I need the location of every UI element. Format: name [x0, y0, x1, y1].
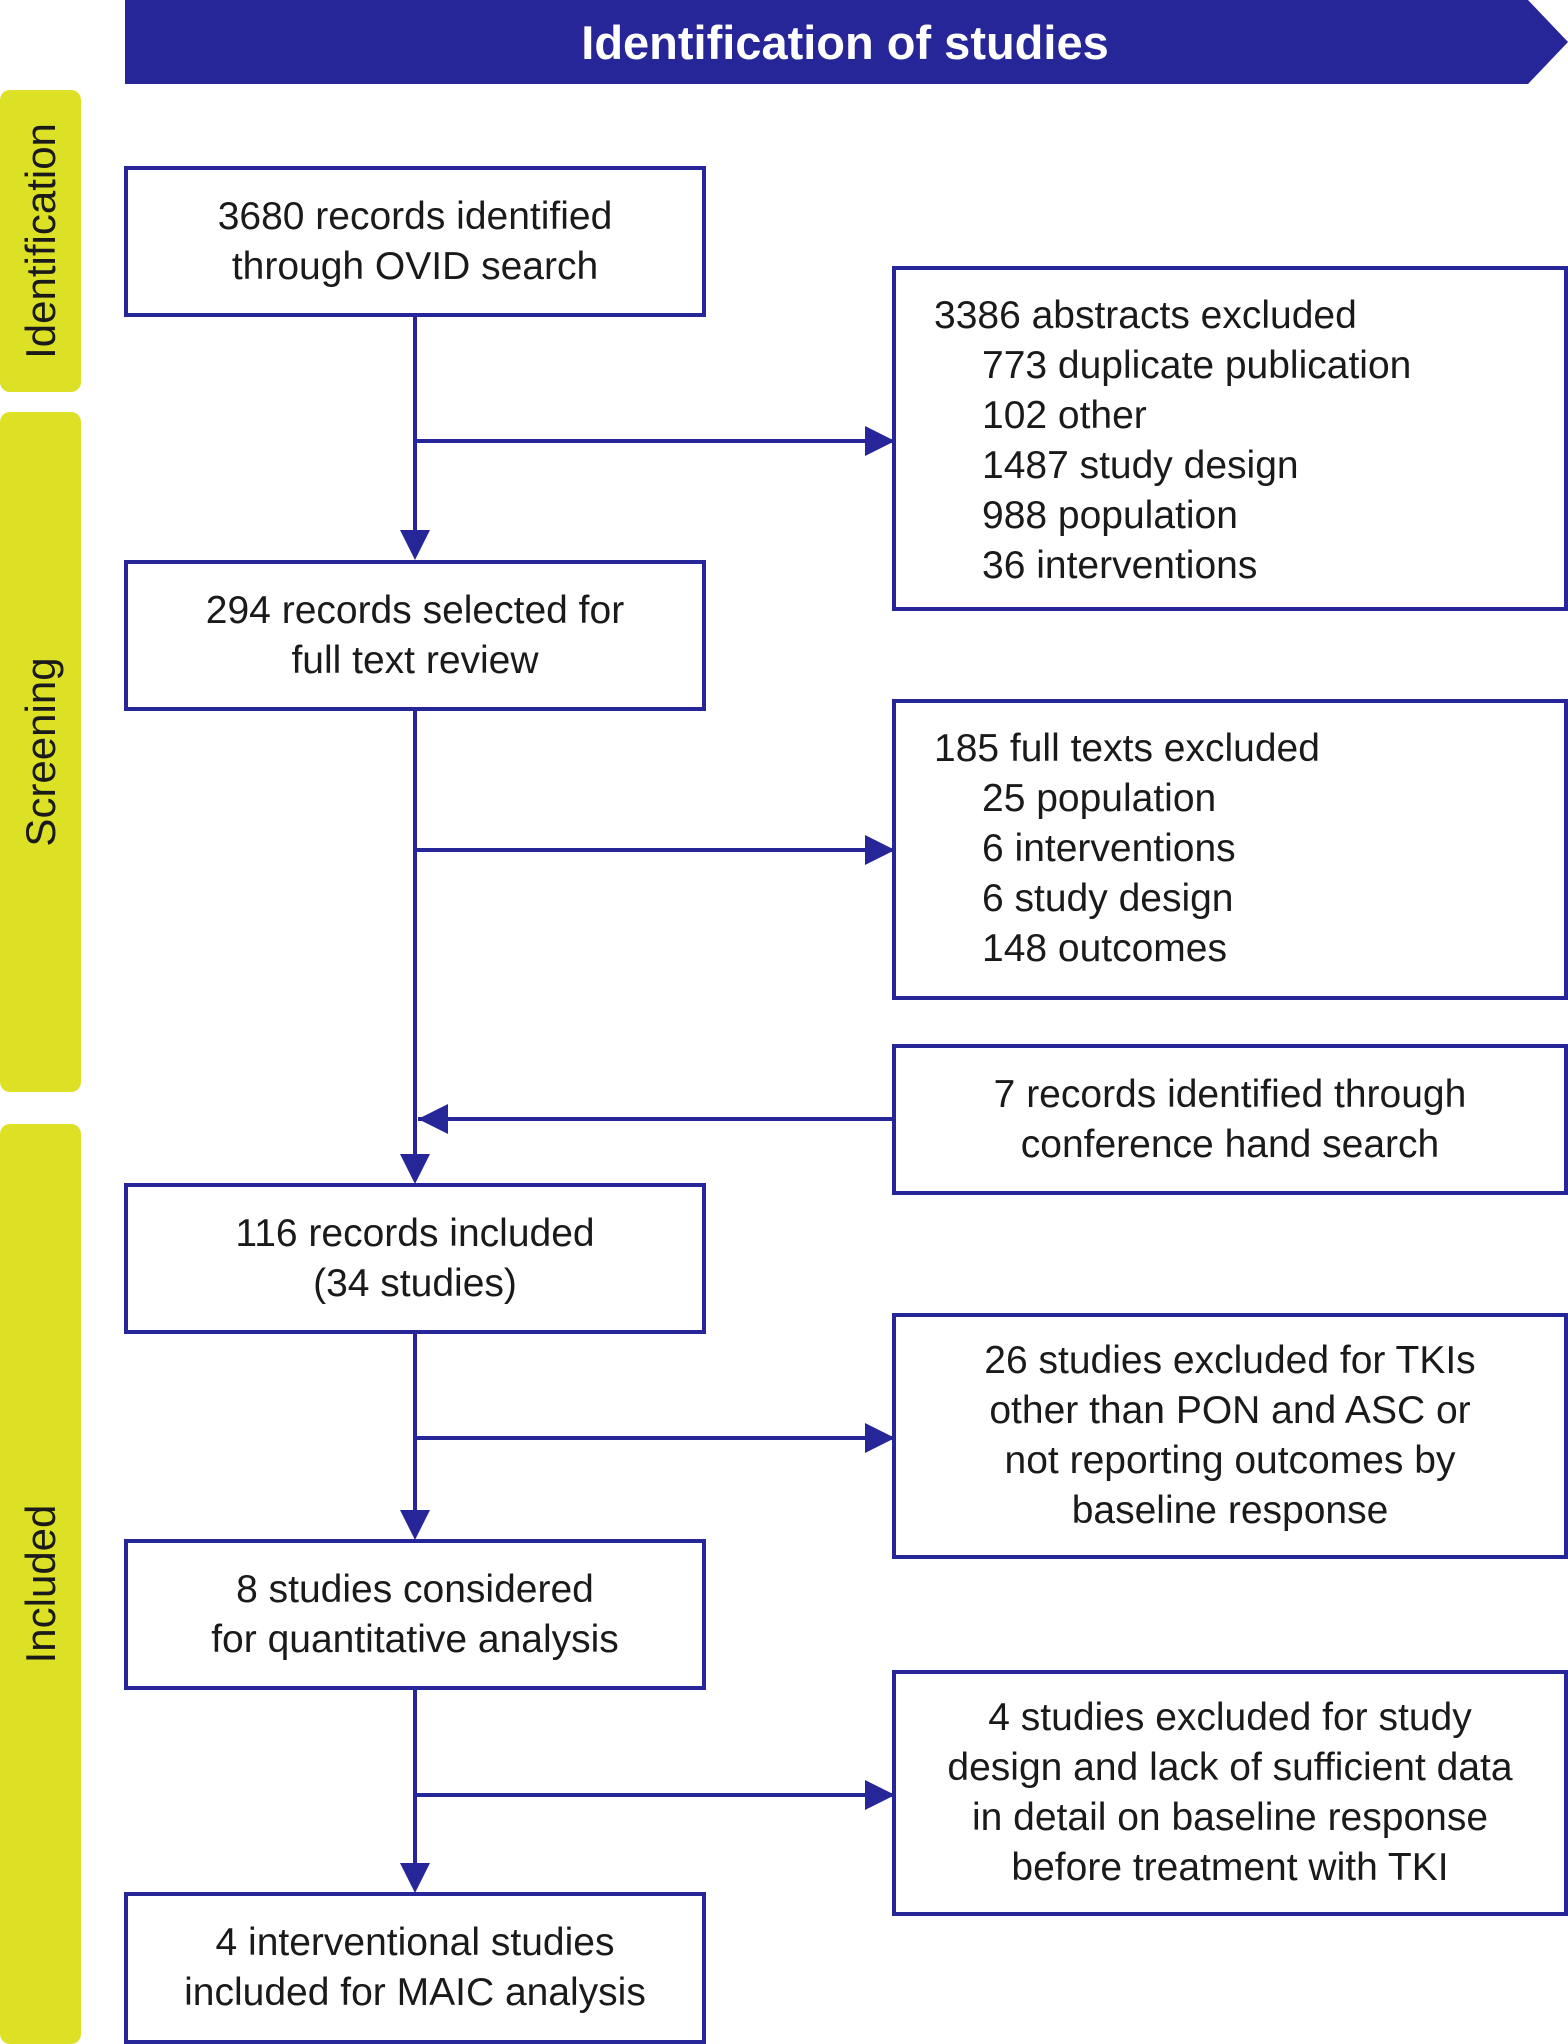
exclusion-heading: 185 full texts excluded: [934, 727, 1320, 770]
exclusion-reason: 148 outcomes: [982, 927, 1227, 970]
box-study-design-exclusions: 4 studies excluded for study design and …: [892, 1670, 1568, 1916]
phase-identification: Identification: [0, 90, 81, 392]
phase-screening: Screening: [0, 412, 81, 1092]
box-text-line: 26 studies excluded for TKIs: [984, 1339, 1476, 1382]
exclusion-reason: 1487 study design: [982, 444, 1299, 487]
exclusion-reason: 25 population: [982, 777, 1217, 820]
box-quantitative-analysis: 8 studies considered for quantitative an…: [124, 1539, 706, 1690]
exclusion-reason: 102 other: [982, 394, 1147, 437]
banner-arrow-shape: [125, 0, 1568, 84]
exclusion-reason: 6 interventions: [982, 827, 1236, 870]
box-text-line: conference hand search: [1020, 1122, 1440, 1166]
arrowhead-to-design-box: [865, 1780, 895, 1810]
box-text-line: (34 studies): [313, 1261, 517, 1305]
arrowhead-from-handsearch: [418, 1104, 448, 1134]
box-text-line: baseline response: [1071, 1489, 1389, 1532]
exclusion-reason: 36 interventions: [982, 544, 1258, 587]
box-records-identified-ovid: 3680 records identified through OVID sea…: [124, 166, 706, 317]
arrowhead-to-included-box: [400, 1154, 430, 1184]
box-text-line: before treatment with TKI: [1011, 1846, 1449, 1889]
arrowhead-to-abstracts-box: [865, 426, 895, 456]
box-text-line: for quantitative analysis: [211, 1617, 619, 1661]
box-text-line: 116 records included: [235, 1211, 595, 1255]
box-full-texts-excluded: 185 full texts excluded 25 population 6 …: [892, 699, 1568, 1000]
box-text-line: included for MAIC analysis: [184, 1971, 646, 2014]
arrowhead-to-fulltext-box: [400, 530, 430, 560]
box-text-line: 4 interventional studies: [215, 1921, 615, 1964]
exclusion-reason: 6 study design: [982, 877, 1234, 920]
phase-label: Screening: [16, 657, 64, 847]
exclusion-heading: 3386 abstracts excluded: [934, 294, 1357, 337]
box-text-line: full text review: [291, 638, 539, 682]
arrowhead-to-tki-box: [865, 1423, 895, 1453]
box-text-line: 3680 records identified: [217, 194, 613, 238]
box-conference-hand-search: 7 records identified through conference …: [892, 1044, 1568, 1195]
box-records-full-text-review: 294 records selected for full text revie…: [124, 560, 706, 711]
box-text-line: 8 studies considered: [236, 1567, 594, 1611]
box-text-line: through OVID search: [231, 244, 599, 288]
phase-label: Included: [16, 1504, 64, 1664]
box-text-line: other than PON and ASC or: [989, 1389, 1471, 1432]
exclusion-reason: 773 duplicate publication: [982, 344, 1412, 387]
box-abstracts-excluded: 3386 abstracts excluded 773 duplicate pu…: [892, 266, 1568, 611]
box-text-line: design and lack of sufficient data: [947, 1746, 1513, 1789]
arrowhead-to-fulltexts-box: [865, 835, 895, 865]
arrowhead-to-maic-box: [400, 1863, 430, 1893]
box-tki-exclusions: 26 studies excluded for TKIs other than …: [892, 1313, 1568, 1559]
phase-included: Included: [0, 1124, 81, 2044]
box-text-line: 4 studies excluded for study: [988, 1696, 1472, 1739]
box-text-line: 294 records selected for: [205, 588, 625, 632]
box-text-line: not reporting outcomes by: [1004, 1439, 1456, 1482]
box-records-included: 116 records included (34 studies): [124, 1183, 706, 1334]
phase-label: Identification: [16, 123, 64, 359]
exclusion-reason: 988 population: [982, 494, 1238, 537]
box-text-line: 7 records identified through: [993, 1072, 1467, 1116]
banner-title: Identification of studies: [581, 15, 1109, 69]
arrowhead-to-quantitative-box: [400, 1510, 430, 1540]
box-text-line: in detail on baseline response: [971, 1796, 1489, 1839]
box-maic-analysis: 4 interventional studies included for MA…: [124, 1892, 706, 2044]
